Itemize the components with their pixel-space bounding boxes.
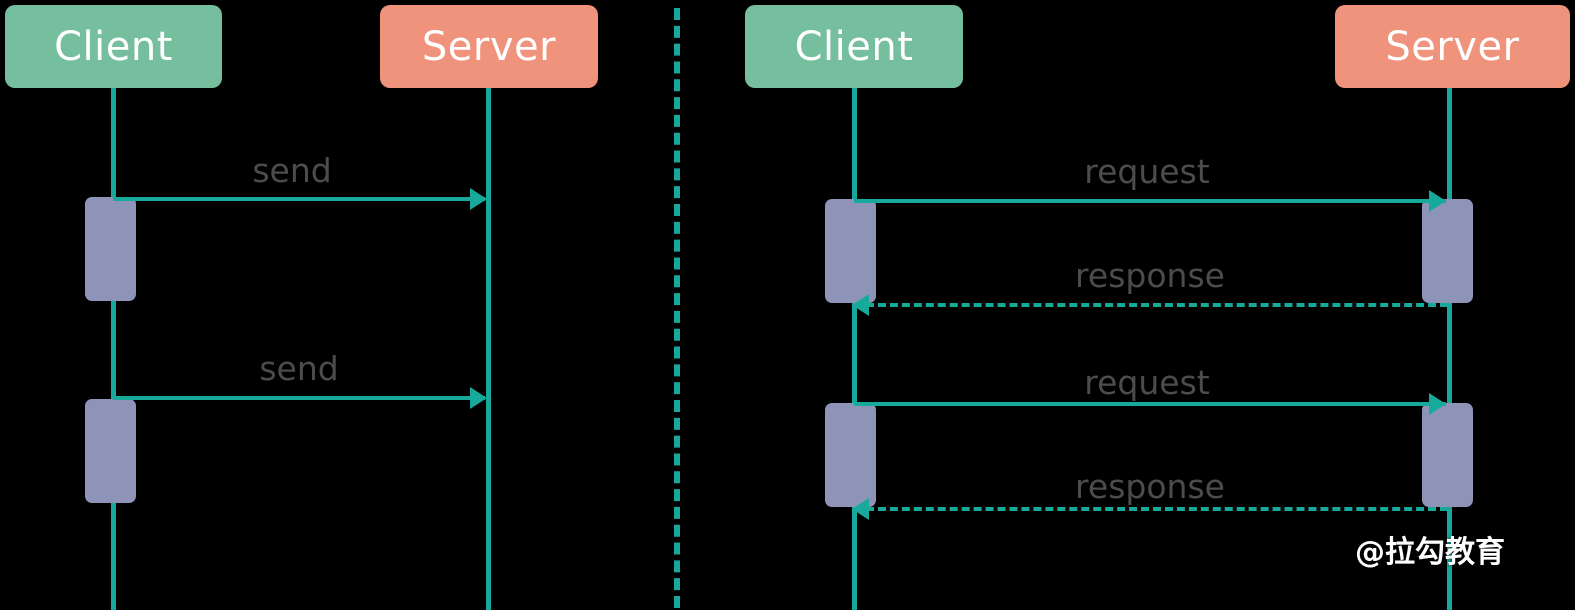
participant-label-server-left: Server — [421, 23, 557, 70]
message-label-send-1: send — [252, 151, 332, 190]
participant-box-client-left[interactable]: Client — [5, 5, 222, 88]
arrow-head-right-request-1 — [1429, 190, 1446, 212]
participant-label-client-left: Client — [54, 23, 173, 70]
panel-divider — [674, 8, 680, 608]
message-line-response-2 — [866, 507, 1448, 511]
message-line-request-1 — [854, 199, 1446, 203]
arrow-head-right-send-2 — [470, 387, 487, 409]
message-line-request-2 — [854, 402, 1446, 406]
watermark-text: @拉勾教育 — [1355, 535, 1505, 570]
arrow-head-left-response-1 — [852, 294, 869, 316]
lifeline-server-left — [486, 88, 491, 610]
arrow-head-right-request-2 — [1429, 393, 1446, 415]
message-label-request-1: request — [1084, 152, 1210, 191]
message-line-send-1 — [113, 197, 485, 201]
activation-bar-server-right-1 — [1422, 199, 1473, 303]
lifeline-client-right — [852, 88, 857, 610]
arrow-head-right-send-1 — [470, 188, 487, 210]
participant-label-client-right: Client — [794, 23, 914, 70]
activation-bar-server-right-2 — [1422, 403, 1473, 507]
participant-box-client-right[interactable]: Client — [745, 5, 963, 88]
message-label-response-1: response — [1075, 256, 1225, 295]
participant-label-server-right: Server — [1385, 23, 1520, 70]
message-line-send-2 — [113, 396, 485, 400]
participant-box-server-right[interactable]: Server — [1335, 5, 1570, 88]
lifeline-server-right — [1447, 88, 1452, 610]
participant-box-server-left[interactable]: Server — [380, 5, 598, 88]
message-line-response-1 — [866, 303, 1448, 307]
message-label-response-2: response — [1075, 467, 1225, 506]
lifeline-client-left — [111, 88, 116, 610]
activation-bar-client-right-2 — [825, 403, 876, 507]
arrow-head-left-response-2 — [852, 498, 869, 520]
message-label-send-2: send — [259, 349, 339, 388]
activation-bar-client-right-1 — [825, 199, 876, 303]
activation-bar-client-left-1 — [85, 197, 136, 301]
activation-bar-client-left-2 — [85, 399, 136, 503]
message-label-request-2: request — [1084, 363, 1210, 402]
